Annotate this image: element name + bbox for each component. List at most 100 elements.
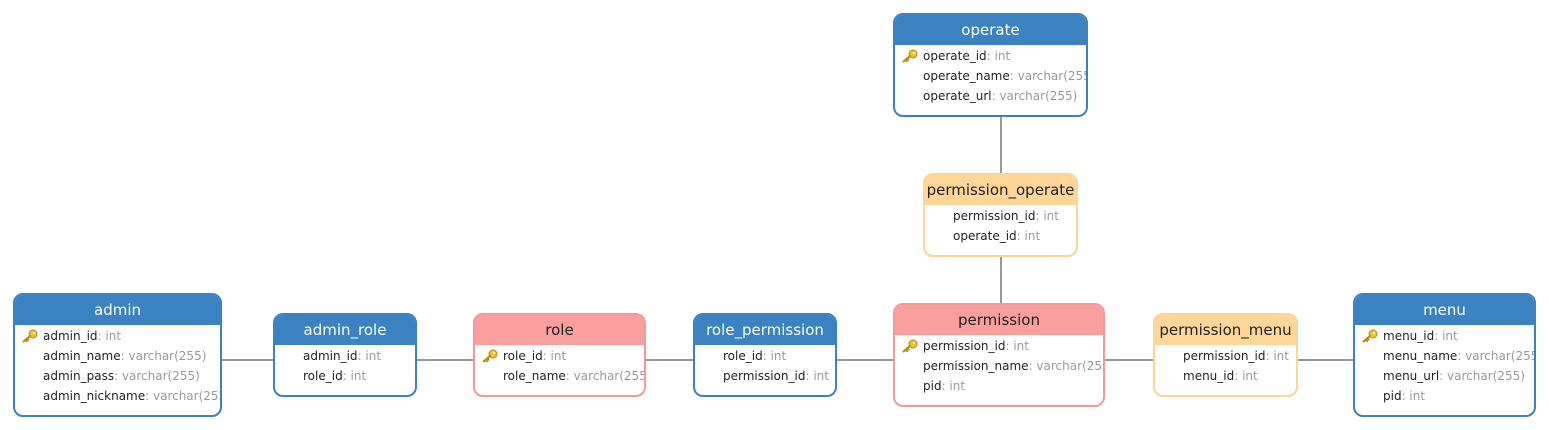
field-type: : int [342, 369, 367, 383]
field-type: : varchar(255) [120, 349, 207, 363]
field-type: : int [1434, 329, 1458, 343]
field-type: : varchar(255) [1457, 349, 1536, 363]
entity-title: permission_menu [1155, 315, 1296, 345]
field-row[interactable]: role_id: int [475, 346, 644, 366]
field-name: admin_name [43, 349, 121, 363]
field-name: operate_url [923, 89, 992, 103]
field-name: menu_url [1383, 369, 1440, 383]
field-type: : int [1265, 349, 1289, 363]
entity-title: operate [895, 15, 1086, 45]
field-type: : int [762, 349, 787, 363]
field-row[interactable]: pid: int [1355, 386, 1534, 406]
field-name: role_id [303, 369, 343, 383]
field-row[interactable]: permission_id: int [695, 366, 835, 386]
field-row[interactable]: permission_id: int [925, 206, 1076, 226]
field-type: : varchar(255) [565, 369, 646, 383]
field-type: : varchar(255) [991, 89, 1078, 103]
field-name: menu_id [1383, 329, 1435, 343]
field-type: : int [1234, 369, 1258, 383]
field-row[interactable]: menu_id: int [1155, 366, 1296, 386]
field-name: permission_id [1183, 349, 1266, 363]
field-name: pid [1383, 389, 1402, 403]
field-row[interactable]: operate_url: varchar(255) [895, 86, 1086, 106]
field-row[interactable]: operate_id: int [925, 226, 1076, 246]
field-type: : varchar(255) [1028, 359, 1103, 373]
field-row[interactable]: permission_name: varchar(255) [895, 356, 1103, 376]
entity-title: admin_role [275, 315, 415, 345]
field-name: operate_name [923, 69, 1010, 83]
field-type: : varchar(255) [1009, 69, 1088, 83]
primary-key-icon [902, 339, 918, 353]
field-row[interactable]: operate_name: varchar(255) [895, 66, 1086, 86]
entity-title: permission_operate [925, 175, 1076, 205]
field-row[interactable]: permission_id: int [1155, 346, 1296, 366]
field-name: admin_id [303, 349, 358, 363]
field-name: operate_id [923, 49, 987, 63]
field-row[interactable]: admin_name: varchar(255) [15, 346, 220, 366]
primary-key-icon [482, 349, 498, 363]
field-name: menu_name [1383, 349, 1458, 363]
field-type: : int [1016, 229, 1041, 243]
field-name: admin_id [43, 329, 98, 343]
field-row[interactable]: pid: int [895, 376, 1103, 396]
field-type: : int [1401, 389, 1426, 403]
field-name: role_name [503, 369, 566, 383]
entity-title: permission [895, 305, 1103, 335]
field-row[interactable]: admin_id: int [275, 346, 415, 366]
field-name: admin_nickname [43, 389, 146, 403]
field-name: operate_id [953, 229, 1017, 243]
field-row[interactable]: role_id: int [695, 346, 835, 366]
field-type: : int [542, 349, 567, 363]
field-name: permission_id [923, 339, 1006, 353]
field-row[interactable]: role_name: varchar(255) [475, 366, 644, 386]
field-row[interactable]: menu_name: varchar(255) [1355, 346, 1534, 366]
entity-title: admin [15, 295, 220, 325]
primary-key-icon [1362, 329, 1378, 343]
field-type: : int [1005, 339, 1029, 353]
field-name: permission_id [953, 209, 1036, 223]
entity-title: role [475, 315, 644, 345]
field-row[interactable]: permission_id: int [895, 336, 1103, 356]
field-name: role_id [503, 349, 543, 363]
field-name: admin_pass [43, 369, 115, 383]
field-name: pid [923, 379, 942, 393]
entity-title: menu [1355, 295, 1534, 325]
field-type: : int [986, 49, 1011, 63]
field-row[interactable]: role_id: int [275, 366, 415, 386]
field-row[interactable]: admin_nickname: varchar(255) [15, 386, 220, 406]
field-type: : int [805, 369, 829, 383]
field-name: menu_id [1183, 369, 1235, 383]
field-name: permission_id [723, 369, 806, 383]
field-type: : int [357, 349, 382, 363]
primary-key-icon [902, 49, 918, 63]
entity-title: role_permission [695, 315, 835, 345]
field-type: : int [941, 379, 966, 393]
field-name: permission_name [923, 359, 1029, 373]
field-type: : int [97, 329, 122, 343]
field-row[interactable]: menu_id: int [1355, 326, 1534, 346]
field-row[interactable]: operate_id: int [895, 46, 1086, 66]
field-row[interactable]: menu_url: varchar(255) [1355, 366, 1534, 386]
field-row[interactable]: admin_pass: varchar(255) [15, 366, 220, 386]
primary-key-icon [22, 329, 38, 343]
field-row[interactable]: admin_id: int [15, 326, 220, 346]
